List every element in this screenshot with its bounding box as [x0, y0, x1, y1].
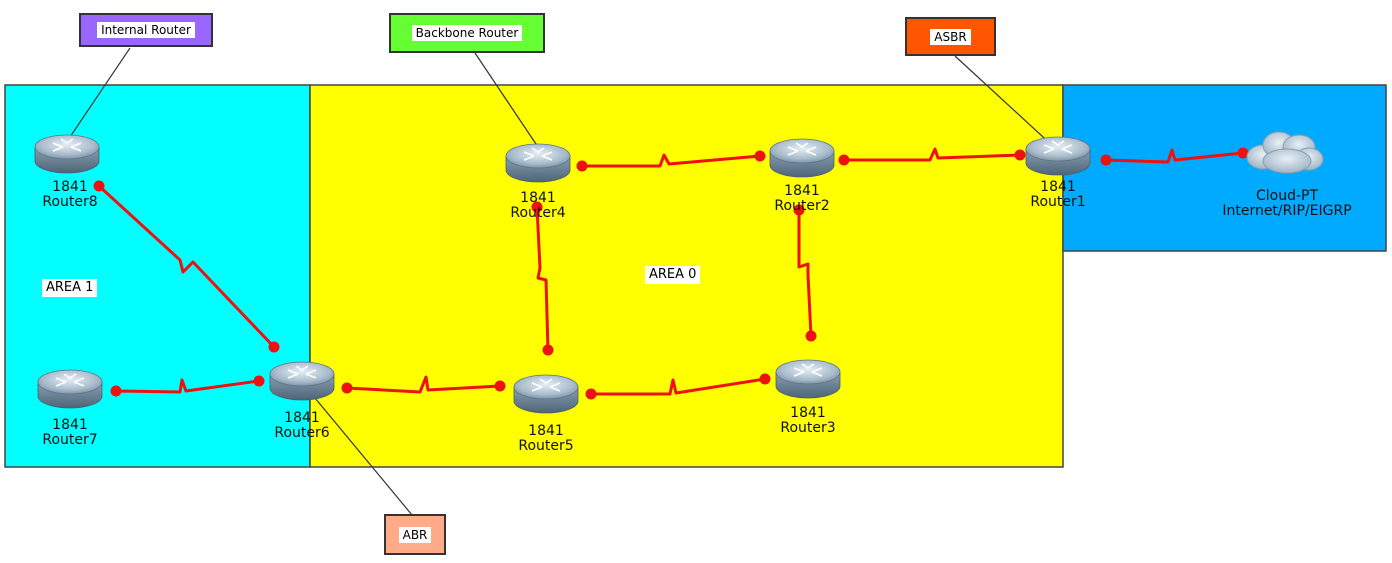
router6-label: 1841 Router6 [274, 411, 329, 441]
router7-router-icon[interactable] [37, 369, 103, 409]
router1-router-icon[interactable] [1025, 136, 1091, 176]
router2-name: Router2 [774, 198, 830, 214]
link-router5-router3[interactable] [591, 377, 766, 396]
router7-model: 1841 [52, 417, 88, 433]
router8-router-icon[interactable] [34, 134, 100, 174]
external-region [1062, 84, 1387, 252]
backbone-router-callout-text: Backbone Router [411, 25, 523, 41]
router6-router-icon[interactable] [269, 361, 335, 401]
router8-label: 1841 Router8 [42, 180, 97, 210]
abr-callout-text: ABR [398, 526, 432, 543]
backbone-router-callout: Backbone Router [389, 13, 545, 53]
router3-router-icon[interactable] [775, 359, 841, 399]
area-0-label: AREA 0 [645, 266, 701, 284]
router5-label: 1841 Router5 [518, 424, 573, 454]
internal-router-callout-text: Internal Router [97, 22, 195, 38]
router4-name: Router4 [510, 205, 566, 221]
asbr-callout: ASBR [905, 17, 996, 56]
link-endpoints [93, 147, 1249, 400]
cloud-icon[interactable] [1246, 131, 1324, 174]
router2-label: 1841 Router2 [774, 184, 829, 214]
router6-model: 1841 [284, 410, 320, 426]
abr-callout: ABR [384, 514, 446, 555]
area-1-label: AREA 1 [42, 279, 98, 297]
router3-label: 1841 Router3 [780, 406, 835, 436]
cloud-label: Cloud-PT Internet/RIP/EIGRP [1222, 189, 1351, 219]
router8-model: 1841 [52, 179, 88, 195]
link-router2-router1[interactable] [844, 147, 1021, 162]
router4-label: 1841 Router4 [510, 191, 565, 221]
link-router5-router4[interactable] [535, 206, 550, 351]
link-router7-router6[interactable] [115, 378, 260, 394]
router5-name: Router5 [518, 438, 574, 454]
links-layer [97, 147, 1244, 396]
cloud-name: Internet/RIP/EIGRP [1222, 203, 1352, 219]
router2-router-icon[interactable] [769, 138, 835, 178]
router4-router-icon[interactable] [505, 143, 571, 183]
router6-name: Router6 [274, 425, 330, 441]
link-router2-router3[interactable] [797, 210, 813, 337]
internal-router-callout: Internal Router [79, 13, 213, 47]
router7-name: Router7 [42, 432, 98, 448]
callout-leaders [67, 47, 1056, 516]
link-router8-router6[interactable] [97, 184, 276, 349]
link-router1-cloud[interactable] [1105, 148, 1244, 164]
router5-router-icon[interactable] [513, 374, 579, 414]
router7-label: 1841 Router7 [42, 418, 97, 448]
router2-model: 1841 [784, 183, 820, 199]
link-router6-router5[interactable] [346, 375, 501, 394]
router5-model: 1841 [528, 423, 564, 439]
router4-model: 1841 [520, 190, 556, 206]
asbr-callout-text: ASBR [930, 28, 971, 45]
router3-model: 1841 [790, 405, 826, 421]
link-router4-router2[interactable] [582, 153, 761, 168]
router3-name: Router3 [780, 420, 836, 436]
router1-model: 1841 [1040, 179, 1076, 195]
router8-name: Router8 [42, 194, 98, 210]
router1-label: 1841 Router1 [1030, 180, 1085, 210]
cloud-model: Cloud-PT [1255, 188, 1319, 204]
router1-name: Router1 [1030, 194, 1086, 210]
